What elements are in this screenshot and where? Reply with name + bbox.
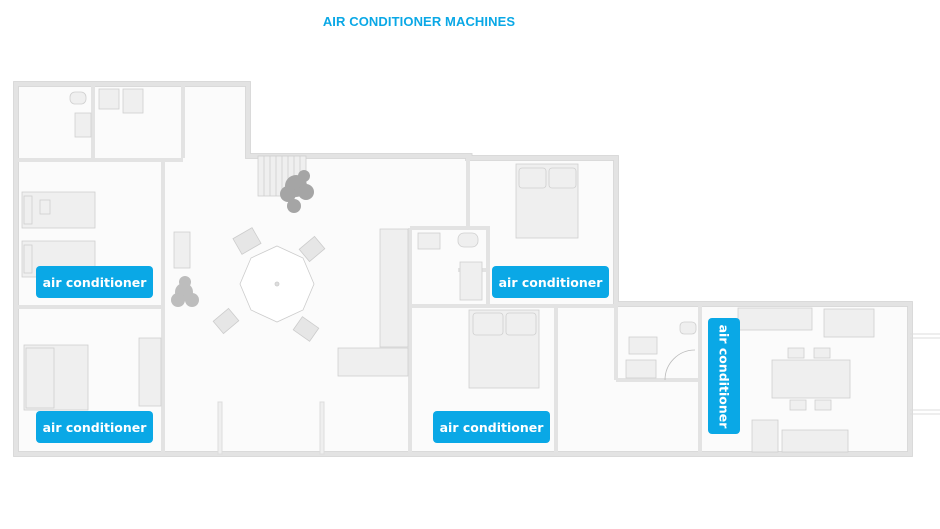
stairs-icon — [337, 228, 409, 377]
patio-umbrella-icon — [212, 227, 326, 342]
console-icon — [173, 231, 191, 269]
sofa-icon — [823, 308, 875, 338]
air-conditioner-label-text: air conditioner — [439, 419, 544, 435]
counter-icon — [781, 429, 849, 453]
toilet-icon — [457, 232, 479, 248]
washer-icon — [98, 88, 120, 110]
shower-icon — [459, 261, 483, 301]
patio-door — [910, 333, 940, 415]
counter-icon — [737, 307, 813, 331]
air-conditioner-label-kitchen-dining[interactable]: air conditioner — [708, 318, 740, 434]
air-conditioner-label-text: air conditioner — [42, 419, 147, 435]
interior-walls — [16, 86, 702, 454]
sink-icon — [625, 359, 657, 379]
dryer-icon — [122, 88, 144, 114]
toilet-icon — [69, 91, 87, 105]
bed-icon — [468, 309, 540, 389]
exterior-walls-outline — [13, 81, 913, 457]
air-conditioner-label-master-bedroom[interactable]: air conditioner — [492, 266, 609, 298]
bathtub-icon — [628, 336, 658, 355]
plant-icon — [171, 276, 199, 307]
door-swing — [664, 349, 696, 381]
entry-door — [217, 401, 325, 455]
dining-table-icon — [771, 347, 851, 411]
air-conditioner-label-bedroom-2[interactable]: air conditioner — [36, 411, 153, 443]
air-conditioner-label-text: air conditioner — [42, 274, 147, 290]
toilet-icon — [679, 321, 697, 335]
bed-icon — [21, 191, 96, 229]
fridge-icon — [751, 419, 779, 453]
air-conditioner-label-bedroom-1[interactable]: air conditioner — [36, 266, 153, 298]
sink-icon — [417, 232, 441, 250]
plant-icon — [280, 170, 314, 213]
bed-icon — [23, 344, 89, 411]
bed-icon — [515, 163, 579, 239]
sink-icon — [74, 112, 92, 138]
page-title: AIR CONDITIONER MACHINES — [322, 14, 516, 29]
air-conditioner-label-guest-bedroom[interactable]: air conditioner — [433, 411, 550, 443]
air-conditioner-label-text: air conditioner — [716, 324, 732, 428]
air-conditioner-label-text: air conditioner — [498, 274, 603, 290]
exterior-walls — [13, 81, 913, 457]
wardrobe-icon — [138, 337, 162, 407]
